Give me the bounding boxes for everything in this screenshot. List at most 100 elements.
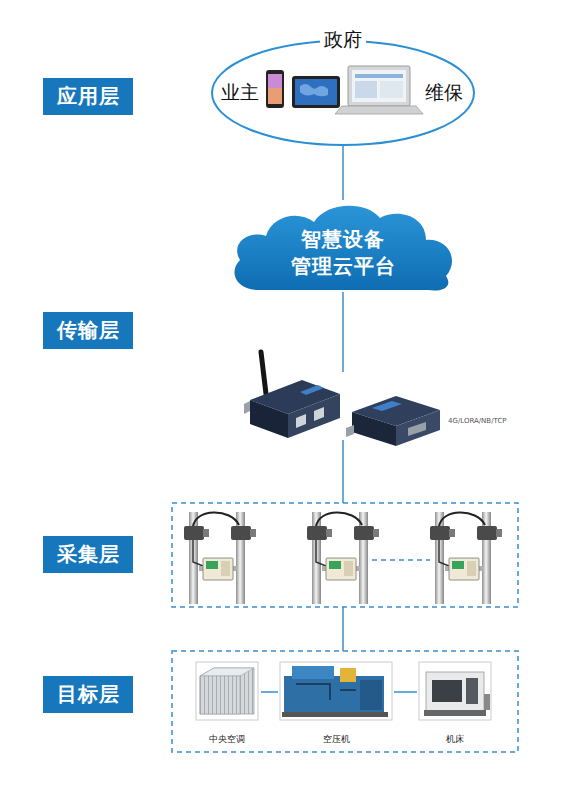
connector-line [261,691,278,693]
layer-title: 传输层 [57,317,120,344]
link-wire [342,292,344,372]
machine-part [340,668,356,682]
sensor-cable [316,512,362,527]
connector-line [342,146,344,200]
dashed-frame [172,651,518,752]
server-side [352,412,396,446]
chip-conveyor [484,694,490,710]
laptop-base [335,106,423,114]
lathe-picture [419,662,491,720]
lathe-window [432,680,462,702]
sensor-group [430,512,502,604]
machine-box: 空压机 [278,662,394,748]
rj45-port [314,407,324,421]
user-role: 业主 [221,81,259,103]
server-front [396,410,440,446]
link-wire [342,607,344,651]
sensor-cable [439,540,449,566]
antenna [261,352,266,394]
phone-icon [266,70,284,108]
picture-frame [280,662,392,720]
mount-tab [346,425,354,437]
cloud-shape [234,206,452,291]
current-clamp [430,526,450,540]
laptop-screen-panel [355,81,377,98]
db9-port [408,422,426,436]
laptop-screen-panel [380,81,403,98]
tablet-map [300,84,328,96]
lathe-base [424,710,486,716]
layer-title: 目标层 [57,681,120,708]
platform-name: 智慧设备 管理云平台 [281,212,405,280]
laptop-screen-bar [355,74,403,78]
meter-terminal [344,561,353,576]
meter-display [452,561,464,569]
machine-name: 中央空调 [193,733,261,746]
layer-tag: 传输层 [43,312,133,349]
sensor-cable [316,540,326,566]
machine-box: 机床 [417,662,493,748]
layer-tag: 应用层 [43,78,133,115]
current-clamp [354,526,374,540]
meter-box [449,558,479,580]
current-clamp [307,526,327,540]
laptop-screen [352,70,406,102]
machine-base [282,712,388,717]
phone-body [266,70,284,108]
dashed-link [372,559,430,561]
dashed-frame [172,503,518,607]
rj45-port [296,414,306,428]
layer-title: 应用层 [57,83,120,110]
tablet-screen [295,79,337,105]
tablet-body [292,76,340,108]
user-role: 维保 [425,81,463,103]
meter-terminal [221,561,230,576]
current-clamp [184,526,204,540]
clamp-knob [496,529,502,537]
laptop-lid [348,66,410,106]
phone-screen-glow [268,88,282,104]
clamp-knob [203,529,209,537]
sensor-cable [193,512,239,527]
pipe [482,512,491,604]
tablet-icon [292,76,340,108]
sensor-group [184,512,256,604]
user-ellipse: 政府业主维保 [211,40,475,146]
meter-display [206,561,218,569]
meter-terminal [467,561,476,576]
sensor-cable [193,540,203,566]
connector-line [394,691,417,693]
current-clamp [231,526,251,540]
gateway-front [288,394,340,438]
lathe-body [426,672,484,712]
current-clamp [477,526,497,540]
machine-name: 空压机 [278,733,394,746]
pipe [236,512,245,604]
clamp-knob [373,529,379,537]
sensor-group [307,512,379,604]
layer-tag: 采集层 [43,536,133,573]
picture-frame [196,662,258,720]
machine-motor [360,680,382,710]
clamp-knob [250,529,256,537]
gateway-badge [300,385,324,395]
sensor-cable [439,512,485,527]
clamp-knob [449,529,455,537]
unit-body [200,668,254,714]
layer-tag: 目标层 [43,676,133,713]
air-compressor-picture [280,662,392,720]
wireless-gateway [244,352,340,438]
air-conditioner-picture [196,662,258,720]
gateway-side [250,400,288,438]
meter-box [326,558,356,580]
cloud-platform: 智慧设备 管理云平台 [228,200,458,292]
phone-screen [268,74,282,104]
layer-title: 采集层 [57,541,120,568]
meter-box [203,558,233,580]
control-panel [466,678,478,704]
link-wire [342,440,344,503]
